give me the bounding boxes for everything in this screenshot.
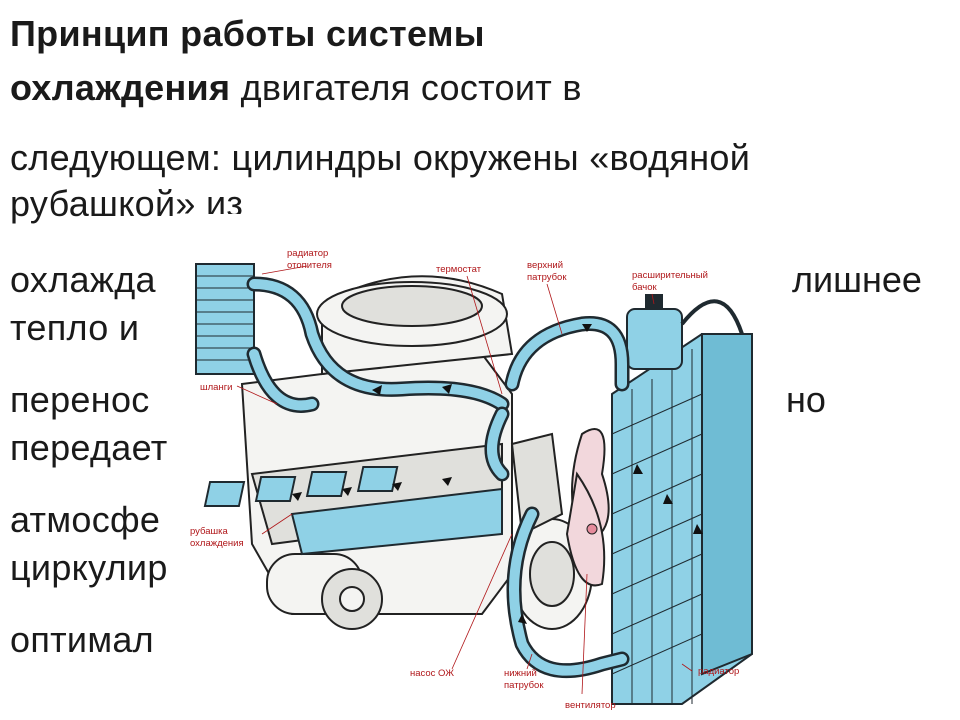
label-jacket-2: охлаждения xyxy=(190,538,244,549)
heading-bold-word: охлаждения xyxy=(10,67,231,108)
cooling-system-svg: радиатор отопителя термостат верхний пат… xyxy=(190,248,753,711)
body-line-3: следующем: цилиндры окружены «водяной xyxy=(10,137,751,178)
body-line-9: атмосфе xyxy=(10,499,161,540)
body-line-7-right: но xyxy=(786,379,826,420)
label-lower-hose-2: патрубок xyxy=(504,680,544,691)
label-hoses: шланги xyxy=(200,382,232,393)
body-line-11: оптимал xyxy=(10,619,154,660)
flow-arrows xyxy=(292,324,703,624)
label-upper-hose-1: верхний xyxy=(527,260,563,271)
body-line-8: передает xyxy=(10,427,168,468)
label-pump: насос ОЖ xyxy=(410,668,454,679)
label-upper-hose-2: патрубок xyxy=(527,272,567,283)
label-heater-radiator-1: радиатор xyxy=(287,248,328,259)
label-heater-radiator-2: отопителя xyxy=(287,260,332,271)
fan-icon xyxy=(565,428,610,587)
cooling-jacket xyxy=(203,466,503,556)
diagram-labels: радиатор отопителя термостат верхний пат… xyxy=(190,248,739,711)
body-line-7-left: перенос xyxy=(10,379,150,420)
label-radiator: радиатор xyxy=(698,666,739,677)
cooling-system-diagram: радиатор отопителя термостат верхний пат… xyxy=(182,214,772,714)
expansion-tank-icon xyxy=(626,294,744,370)
heading-rest: двигателя состоит в xyxy=(230,67,582,108)
heading-line-2: охлаждения двигателя состоит в xyxy=(10,66,582,110)
body-line-5-left: охлажда xyxy=(10,259,156,300)
label-lower-hose-1: нижний xyxy=(504,668,537,679)
label-expansion-tank-2: бачок xyxy=(632,282,658,293)
radiator-icon xyxy=(611,333,753,705)
heater-radiator-icon xyxy=(195,263,255,375)
label-leaders xyxy=(236,265,693,695)
label-thermostat: термостат xyxy=(436,264,482,275)
label-expansion-tank-1: расширительный xyxy=(632,270,708,281)
coolant-hoses xyxy=(246,276,630,679)
heading-line-1: Принцип работы системы xyxy=(10,13,485,54)
label-jacket-1: рубашка xyxy=(190,526,229,537)
body-line-5-right: лишнее xyxy=(792,259,922,300)
label-fan: вентилятор xyxy=(565,700,616,711)
body-line-10: циркулир xyxy=(10,547,168,588)
body-line-6: тепло и xyxy=(10,307,140,348)
engine-illustration xyxy=(240,275,593,630)
